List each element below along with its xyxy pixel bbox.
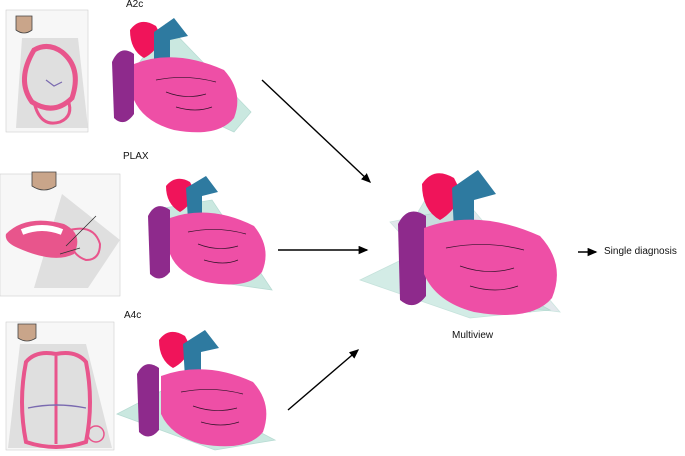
multiview-label: Multiview	[452, 330, 494, 341]
pulmonary-artery	[154, 18, 188, 66]
a4c-ultrasound-panel	[5, 321, 115, 451]
probe-icon	[15, 15, 33, 34]
a2c-ultrasound-panel	[5, 9, 89, 133]
aorta	[422, 173, 462, 220]
pulmonary-artery	[186, 176, 218, 220]
a4c-heart	[116, 330, 277, 451]
probe-icon	[31, 171, 57, 191]
left-atrium	[112, 50, 134, 123]
plax-label: PLAX	[123, 151, 149, 162]
probe-icon	[17, 323, 37, 342]
a2c-label: A2c	[126, 0, 144, 10]
left-atrium	[137, 364, 159, 437]
arrow-a2c-to-multiview	[261, 79, 372, 183]
plax-ultrasound-panel	[0, 171, 121, 297]
single-diagnosis-label: Single diagnosis	[604, 246, 677, 257]
left-atrium	[148, 206, 170, 279]
ventricle	[424, 219, 557, 315]
multiview-heart	[358, 170, 561, 319]
left-atrium	[398, 211, 426, 306]
a2c-heart	[112, 18, 252, 133]
ventricle	[134, 57, 238, 133]
pulmonary-artery	[183, 330, 219, 378]
aorta	[159, 331, 191, 368]
pulmonary-artery	[452, 170, 496, 232]
arrow-a4c-to-multiview	[287, 349, 360, 411]
a4c-label: A4c	[124, 310, 142, 321]
ventricle	[161, 369, 267, 447]
plax-heart	[148, 176, 273, 291]
